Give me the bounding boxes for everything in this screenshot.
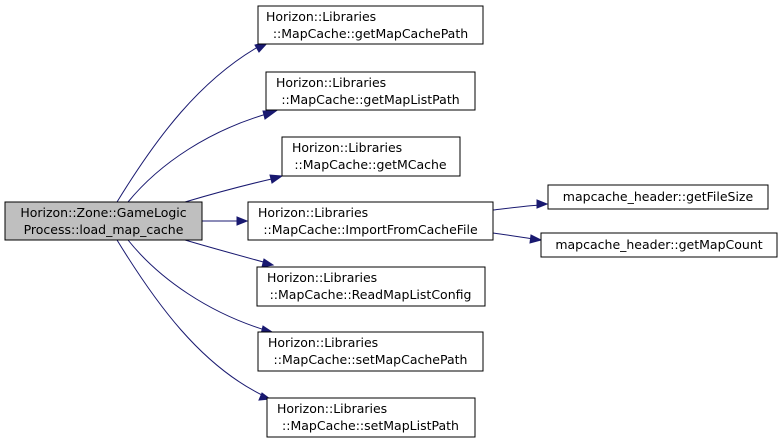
node-setMapCachePath[interactable]: Horizon::Libraries ::MapCache::setMapCac…: [257, 331, 484, 372]
node-getMapCachePath-line1: Horizon::Libraries: [266, 9, 376, 24]
node-getFileSize[interactable]: mapcache_header::getFileSize: [547, 184, 769, 210]
node-getMCache[interactable]: Horizon::Libraries ::MapCache::getMCache: [281, 136, 461, 177]
node-setMapListPath[interactable]: Horizon::Libraries ::MapCache::setMapLis…: [266, 397, 476, 438]
edge-arrow-getMapListPath: [262, 110, 278, 120]
node-load-map-cache-line2: Process::load_map_cache: [24, 222, 184, 237]
node-ReadMapListConfig-line1: Horizon::Libraries: [267, 270, 377, 285]
edge-root-to-ReadMapListConfig: [184, 239, 268, 264]
edge-root-to-getMCache: [184, 177, 277, 203]
node-getFileSize-box: [547, 184, 769, 210]
edge-arrow-ReadMapListConfig: [261, 258, 275, 268]
node-ImportFromCacheFile-line2: ::MapCache::ImportFromCacheFile: [263, 222, 478, 237]
node-getMapCachePath-box: [257, 5, 484, 45]
edge-root-to-getMapListPath: [127, 112, 271, 203]
node-load-map-cache-box: [4, 201, 203, 241]
edge-arrow-getMapCount: [529, 234, 543, 244]
node-load-map-cache-line1: Horizon::Zone::GameLogic: [20, 205, 186, 220]
node-getMapListPath[interactable]: Horizon::Libraries ::MapCache::getMapLis…: [265, 71, 476, 111]
node-ReadMapListConfig-line2: ::MapCache::ReadMapListConfig: [270, 287, 472, 302]
edge-root-to-setMapCachePath: [127, 239, 266, 331]
edges: [116, 40, 549, 401]
node-setMapListPath-box: [266, 397, 476, 438]
node-getMCache-line1: Horizon::Libraries: [292, 140, 402, 155]
node-getMapCount-box: [540, 232, 778, 258]
node-setMapListPath-line1: Horizon::Libraries: [277, 401, 387, 416]
node-ImportFromCacheFile-box: [247, 201, 494, 241]
node-setMapListPath-line2: ::MapCache::setMapListPath: [282, 418, 459, 433]
node-ImportFromCacheFile-line1: Horizon::Libraries: [258, 205, 368, 220]
node-ReadMapListConfig[interactable]: Horizon::Libraries ::MapCache::ReadMapLi…: [256, 266, 486, 307]
node-load-map-cache[interactable]: Horizon::Zone::GameLogic Process::load_m…: [4, 201, 203, 241]
edge-ImportFromCacheFile-to-getMapCount: [492, 232, 535, 240]
node-getMapCachePath-line2: ::MapCache::getMapCachePath: [273, 26, 468, 41]
node-getMapCount[interactable]: mapcache_header::getMapCount: [540, 232, 778, 258]
node-setMapCachePath-line1: Horizon::Libraries: [268, 335, 378, 350]
node-getMapListPath-line2: ::MapCache::getMapListPath: [281, 92, 459, 107]
edge-ImportFromCacheFile-to-getFileSize: [492, 204, 541, 211]
edge-arrow-getMCache: [269, 174, 284, 184]
node-setMapCachePath-line2: ::MapCache::setMapCachePath: [274, 352, 468, 367]
node-getMapCachePath[interactable]: Horizon::Libraries ::MapCache::getMapCac…: [257, 5, 484, 45]
node-getFileSize-label: mapcache_header::getFileSize: [563, 189, 754, 204]
node-getMapCount-label: mapcache_header::getMapCount: [555, 237, 762, 252]
node-getMapListPath-box: [265, 71, 476, 111]
node-getMapListPath-line1: Horizon::Libraries: [276, 75, 386, 90]
edge-root-to-getMapCachePath: [116, 42, 266, 203]
edge-arrow-getFileSize: [536, 199, 549, 209]
node-ReadMapListConfig-box: [256, 266, 486, 307]
edge-root-to-setMapListPath: [116, 239, 265, 397]
node-setMapCachePath-box: [257, 331, 484, 372]
edge-arrow-ImportFromCacheFile: [236, 216, 249, 226]
node-ImportFromCacheFile[interactable]: Horizon::Libraries ::MapCache::ImportFro…: [247, 201, 494, 241]
node-getMCache-line2: ::MapCache::getMCache: [294, 157, 447, 172]
node-getMCache-box: [281, 136, 461, 177]
